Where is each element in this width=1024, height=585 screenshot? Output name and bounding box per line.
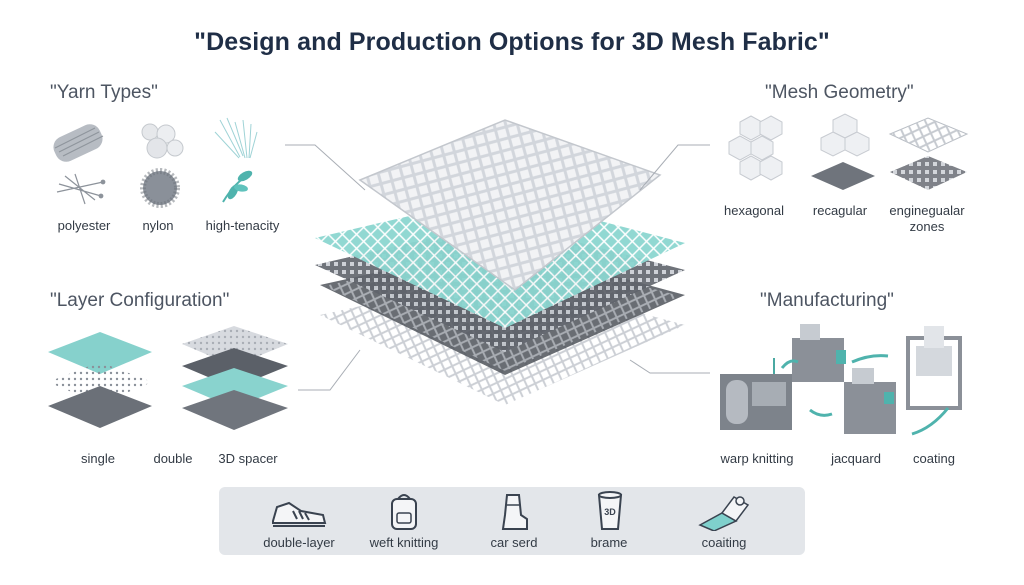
manufacturing-label-warp-knitting: warp knitting <box>720 451 794 466</box>
jacquard-machine-icon <box>792 324 896 434</box>
yarn-label-polyester: polyester <box>57 218 111 233</box>
shoe-icon <box>272 501 327 527</box>
nylon-balls-icon <box>141 123 184 159</box>
application-coaiting: coaiting <box>674 487 774 555</box>
warp-knitting-machine-icon <box>720 358 792 430</box>
mesh-geometry-title: "Mesh Geometry" <box>765 82 914 103</box>
applications-bar: double-layer weft knitting car serd 3D b… <box>219 487 805 555</box>
application-label: brame <box>590 535 628 550</box>
leaf-icon <box>222 170 253 203</box>
application-label: double-layer <box>263 535 335 550</box>
filaments-icon <box>56 173 106 205</box>
process-arrows <box>780 354 950 436</box>
application-brame: 3D brame <box>564 487 654 555</box>
hexagon-cluster-icon <box>728 115 783 181</box>
layer-config-icons <box>48 326 288 430</box>
engineered-zones-icon <box>888 117 969 190</box>
backpack-icon <box>391 494 417 530</box>
mesh-label-enginegualar-zones: enginegualar zones <box>889 203 965 234</box>
fiber-tuft-icon <box>214 117 258 159</box>
coating-machine-icon <box>906 326 962 410</box>
yarn-icons <box>53 117 258 208</box>
mesh-label-hexagonal: hexagonal <box>724 203 784 218</box>
application-weft-knitting: weft knitting <box>354 487 454 555</box>
single-layer-icon <box>48 332 152 428</box>
application-label: car serd <box>490 535 538 550</box>
rectangular-mesh-icon <box>811 113 875 190</box>
mesh-label-recagular: recagular <box>812 203 868 218</box>
page-title: "Design and Production Options for 3D Me… <box>194 28 830 56</box>
spacer-layer-icon <box>182 326 288 430</box>
svg-text:3D: 3D <box>604 507 616 517</box>
application-label: coaiting <box>701 535 747 550</box>
manufacturing-icons <box>720 324 962 436</box>
3d-cup-icon: 3D <box>597 491 623 530</box>
manufacturing-label-coating: coating <box>913 451 955 466</box>
layer-label-double: double <box>153 451 193 466</box>
layer-label-single: single <box>81 451 115 466</box>
polyester-icon <box>53 124 104 162</box>
central-fabric-illustration <box>315 119 685 405</box>
nylon-mesh-ball-icon <box>140 168 180 208</box>
coating-roll-icon <box>698 496 750 531</box>
yarn-label-nylon: nylon <box>142 218 174 233</box>
layer-configuration-title: "Layer Configuration" <box>50 290 230 311</box>
application-car-seat: car serd <box>469 487 559 555</box>
application-double-layer: double-layer <box>249 487 349 555</box>
layer-label-3d-spacer: 3D spacer <box>218 451 278 466</box>
manufacturing-title: "Manufacturing" <box>760 290 894 311</box>
yarn-types-title: "Yarn Types" <box>50 82 158 103</box>
manufacturing-label-jacquard: jacquard <box>831 451 881 466</box>
yarn-label-high-tenacity: high-tenacity <box>205 218 280 233</box>
application-label: weft knitting <box>369 535 439 550</box>
car-seat-icon <box>501 494 528 530</box>
mesh-geometry-icons <box>728 113 969 190</box>
